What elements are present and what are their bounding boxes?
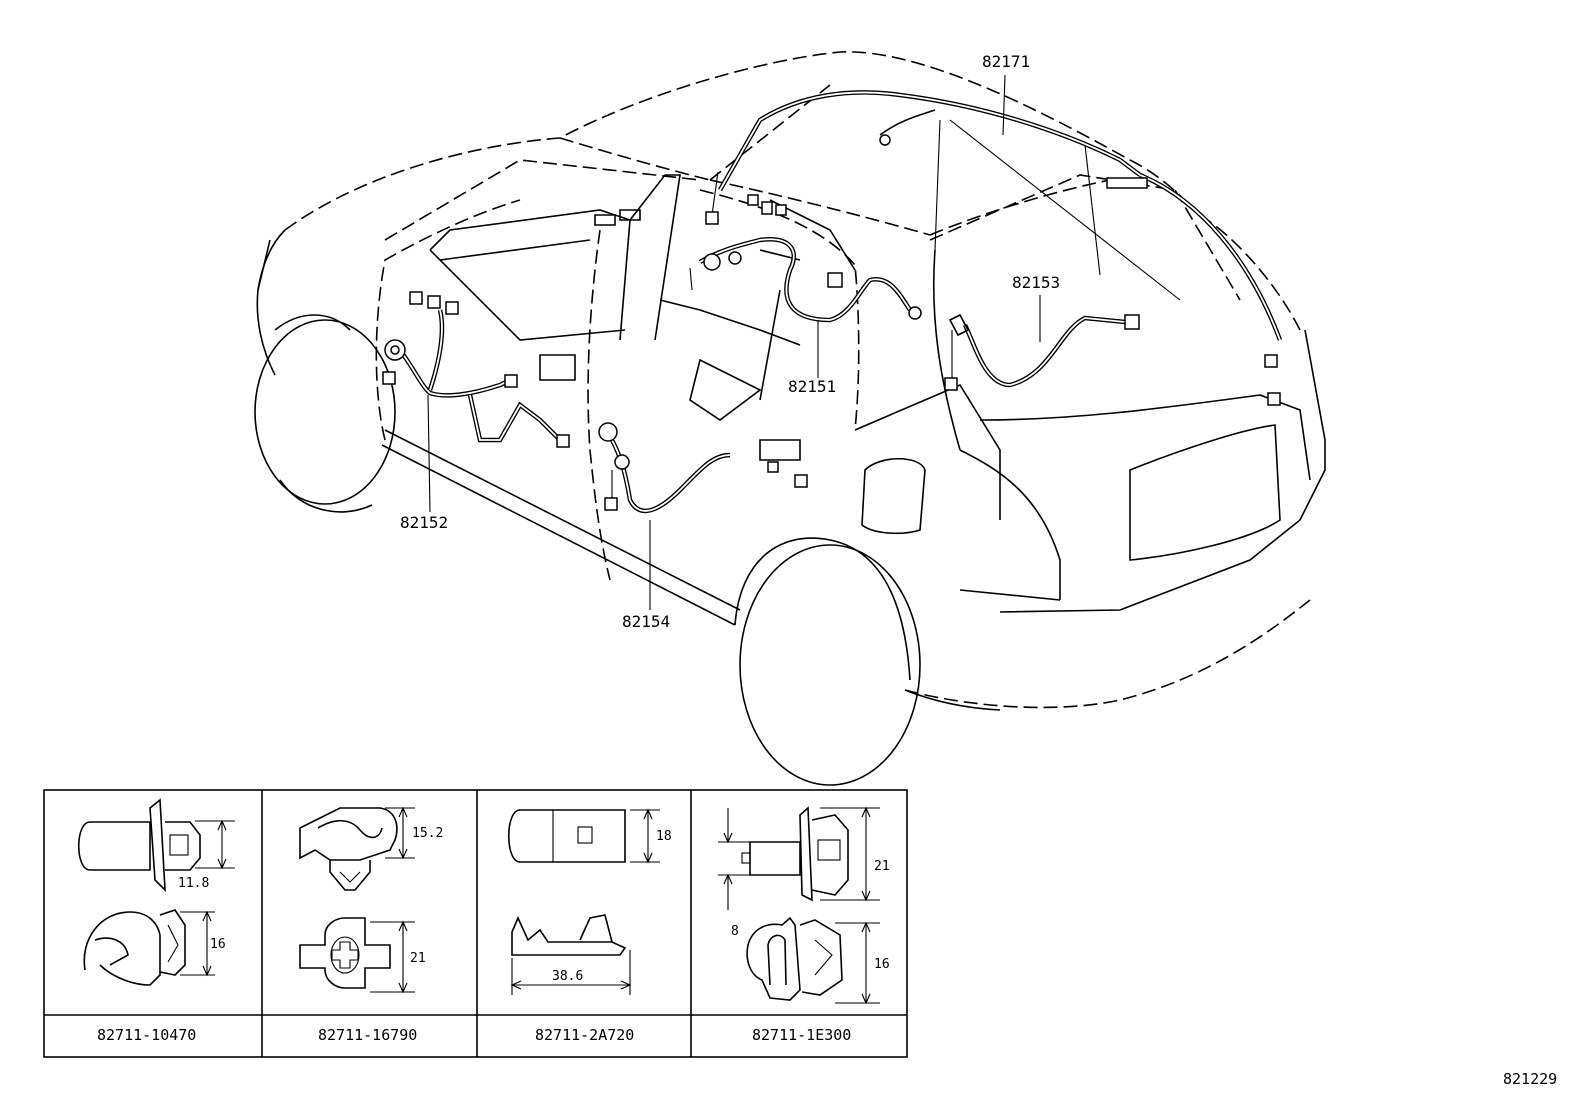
dim-label: 18 — [656, 829, 672, 844]
wire-harness-82171 — [718, 90, 1283, 406]
dim-label: 15.2 — [412, 826, 443, 841]
callout-82154: 82154 — [622, 520, 670, 631]
figure-reference: 821229 — [1503, 1070, 1557, 1088]
clip-82711-10470: 11.8 16 82711-10470 — [78, 798, 235, 1044]
callout-82152: 82152 — [400, 394, 448, 532]
part-number: 82711-16790 — [318, 1026, 417, 1044]
dim-label: 21 — [874, 859, 890, 874]
wire-harness-82154 — [598, 422, 808, 513]
dim-label: 21 — [410, 951, 426, 966]
wire-harness-82153 — [944, 313, 1140, 391]
callout-82171: 82171 — [982, 52, 1030, 136]
callout-label: 82153 — [1012, 273, 1060, 292]
dim-label: 8 — [731, 924, 739, 939]
wire-harness-82151 — [689, 171, 922, 323]
callout-label: 82152 — [400, 513, 448, 532]
part-number: 82711-10470 — [97, 1026, 196, 1044]
dim-label: 38.6 — [552, 969, 583, 984]
dim-label: 16 — [210, 937, 226, 952]
parts-table: 11.8 16 82711-10470 15.2 — [43, 789, 908, 1058]
dim-label: 16 — [874, 957, 890, 972]
callout-label: 82151 — [788, 377, 836, 396]
part-number: 82711-2A720 — [535, 1026, 634, 1044]
clip-82711-16790: 15.2 21 82711-16790 — [299, 806, 443, 1044]
callout-label: 82154 — [622, 612, 670, 631]
wire-harness-82152 — [382, 291, 570, 448]
callout-label: 82171 — [982, 52, 1030, 71]
callout-82153: 82153 — [1012, 273, 1060, 342]
clip-82711-1E300: 8 21 16 82711-1E300 — [718, 806, 890, 1044]
clip-82711-2A720: 18 38.6 82711-2A720 — [507, 808, 672, 1044]
car-body — [254, 51, 1326, 786]
part-number: 82711-1E300 — [752, 1026, 851, 1044]
dim-label: 11.8 — [178, 876, 209, 891]
callout-82151: 82151 — [788, 320, 836, 396]
